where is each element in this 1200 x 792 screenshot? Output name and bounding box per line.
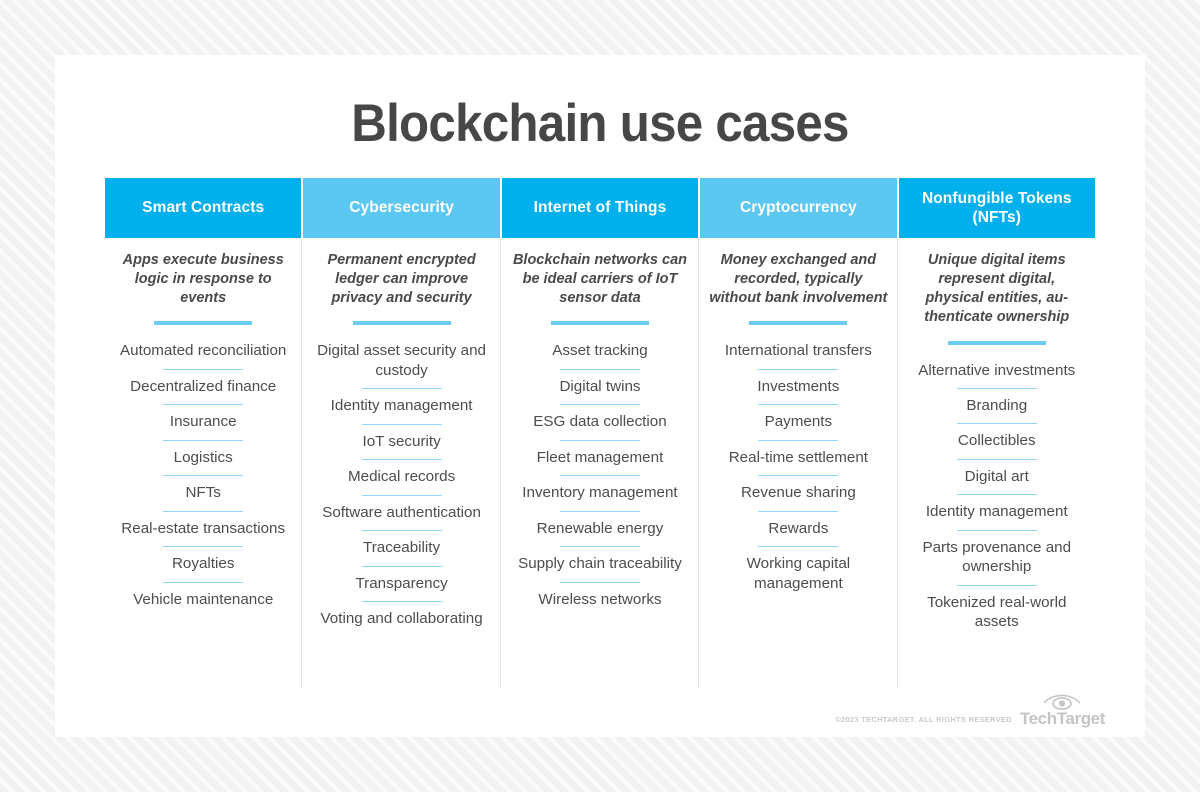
list-item[interactable]: Digital asset security and custody [317, 342, 486, 379]
column-header[interactable]: Internet of Things [501, 178, 699, 238]
column-description: Unique digital items represent digital, … [924, 252, 1070, 326]
list-item[interactable]: Real-estate transactions [104, 511, 302, 546]
description-divider [352, 321, 451, 326]
list-item[interactable]: Vehicle maintenance [104, 582, 302, 617]
column-header[interactable]: Cybersecurity [303, 178, 500, 238]
page-title: Blockchain use cases [351, 94, 849, 153]
logo-wordmark: TechTarget [1019, 709, 1106, 728]
eye-icon [1043, 694, 1082, 710]
list-item[interactable]: Identity management [898, 494, 1096, 529]
description-divider [550, 321, 649, 326]
list-item[interactable]: Asset tracking [552, 342, 648, 360]
column-description: Blockchain networks can be ideal carrier… [512, 252, 687, 307]
list-item[interactable]: Royalties [104, 546, 302, 581]
column-header[interactable]: Cryptocurrency [700, 178, 897, 238]
list-item[interactable]: Transparency [302, 566, 500, 601]
list-item[interactable]: Renewable energy [501, 511, 699, 546]
list-item[interactable]: Branding [898, 388, 1096, 423]
column-header[interactable]: Nonfungible Tokens (NFTs) [898, 178, 1095, 238]
list-item[interactable]: Decentralized finance [104, 369, 302, 404]
description-divider [947, 340, 1046, 345]
list-item[interactable]: Automated reconciliation [120, 342, 287, 360]
techtarget-logo: TechTarget [1020, 694, 1105, 729]
description-divider [154, 321, 253, 326]
list-item[interactable]: Revenue sharing [699, 475, 897, 510]
list-item[interactable]: Inventory management [501, 475, 699, 510]
list-item[interactable]: Real-time settlement [699, 440, 897, 475]
list-item[interactable]: Alternative investments [918, 361, 1076, 379]
list-item[interactable]: Fleet management [501, 440, 699, 475]
list-item[interactable]: Rewards [699, 511, 897, 546]
list-item[interactable]: Traceability [302, 530, 500, 565]
list-item[interactable]: Digital art [898, 459, 1096, 494]
column-header[interactable]: Smart Contracts [105, 178, 302, 238]
description-divider [749, 321, 848, 326]
list-item[interactable]: Tokenized real-world assets [898, 585, 1096, 640]
column-description: Apps execute business logic in response … [122, 252, 284, 307]
list-item[interactable]: Logistics [104, 440, 302, 475]
copyright-text: ©2023 TECHTARGET. ALL RIGHTS RESERVED [835, 715, 1012, 724]
list-item[interactable]: Medical records [302, 459, 500, 494]
list-item[interactable]: Software authentication [302, 495, 500, 530]
column-description: Permanent encrypted ledger can improve p… [327, 252, 476, 307]
list-item[interactable]: Wireless networks [501, 582, 699, 617]
list-item[interactable]: Identity management [302, 388, 500, 423]
list-item[interactable]: ESG data collection [501, 404, 699, 439]
list-item[interactable]: Investments [699, 369, 897, 404]
use-case-column: Nonfungible Tokens (NFTs) Unique digital … [896, 178, 1096, 688]
list-item[interactable]: Voting and collaborating [302, 601, 500, 636]
list-item[interactable]: Digital twins [501, 369, 699, 404]
list-item[interactable]: Working capital management [699, 546, 897, 601]
list-item[interactable]: IoT security [302, 424, 500, 459]
list-item[interactable]: International transfers [724, 342, 872, 360]
list-item[interactable]: NFTs [104, 475, 302, 510]
footer: ©2023 TECHTARGET. ALL RIGHTS RESERVED Te… [835, 694, 1105, 729]
column-description: Money exchanged and recorded, typically … [709, 252, 888, 307]
list-item[interactable]: Insurance [104, 404, 302, 439]
list-item[interactable]: Parts provenance and ownership [898, 530, 1096, 585]
list-item[interactable]: Collectibles [898, 423, 1096, 458]
list-item[interactable]: Supply chain traceability [501, 546, 699, 581]
list-item[interactable]: Payments [699, 404, 897, 439]
